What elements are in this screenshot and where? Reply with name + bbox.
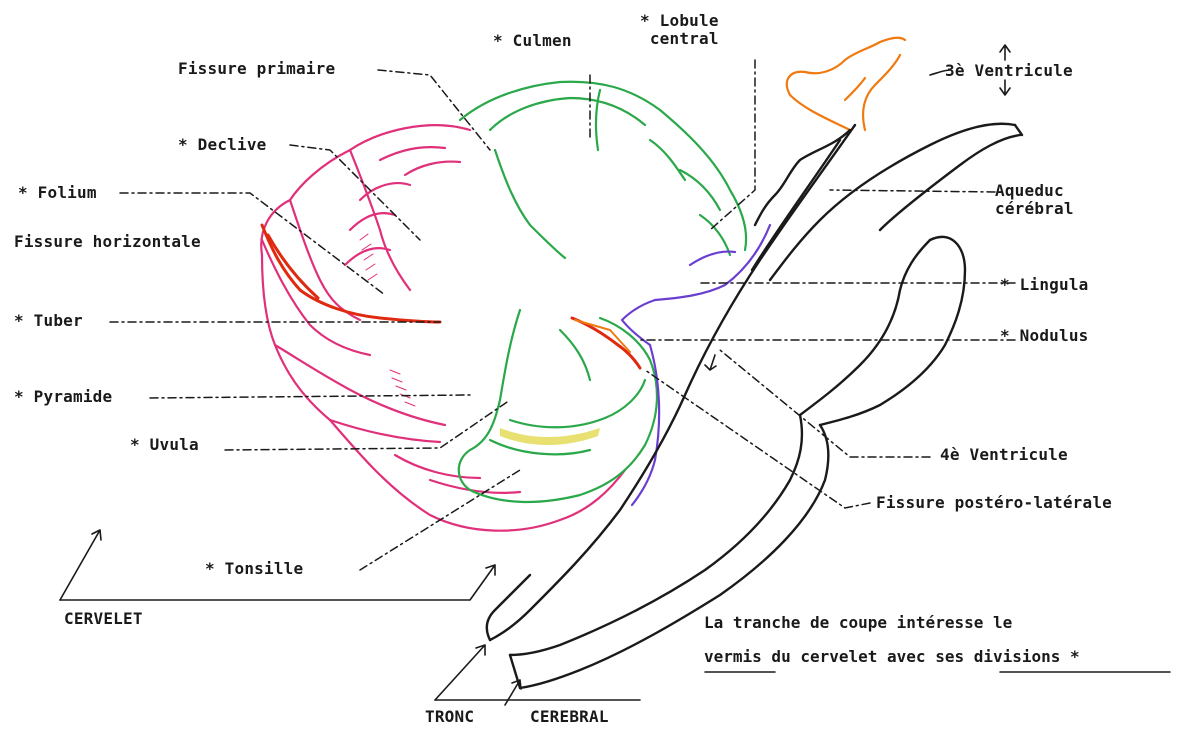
posterior-lobe-outline <box>261 125 625 530</box>
label-fissure-postero-laterale: Fissure postéro-latérale <box>876 494 1112 512</box>
brainstem-outline <box>487 124 1022 688</box>
uvula-highlight <box>500 428 600 445</box>
label-fourth-ventricle: 4è Ventricule <box>940 446 1068 464</box>
label-culmen: * Culmen <box>493 32 572 50</box>
label-uvula: * Uvula <box>130 436 199 454</box>
third-ventricle-orange <box>787 38 905 130</box>
label-lingula: * Lingula <box>1000 276 1089 294</box>
label-tuber: * Tuber <box>14 312 83 330</box>
label-nodulus: * Nodulus <box>1000 327 1089 345</box>
label-fissure-horizontale: Fissure horizontale <box>14 233 201 251</box>
label-third-ventricle: 3è Ventricule <box>945 62 1073 80</box>
label-lobule-central: * Lobule central <box>640 12 719 48</box>
label-tonsille: * Tonsille <box>205 560 303 578</box>
label-cervelet: CERVELET <box>64 610 143 628</box>
label-cerebral: CEREBRAL <box>530 708 609 726</box>
label-folium: * Folium <box>18 184 97 202</box>
label-fissure-primaire: Fissure primaire <box>178 60 335 78</box>
fissure-horizontal-red <box>262 225 440 322</box>
caption-line-2: vermis du cervelet avec ses divisions * <box>704 640 1080 674</box>
label-pyramide: * Pyramide <box>14 388 112 406</box>
anterior-lobe-outline <box>459 82 746 502</box>
lingula-purple <box>622 225 770 505</box>
label-declive: * Declive <box>178 136 267 154</box>
label-tronc: TRONC <box>425 708 474 726</box>
caption-line-1: La tranche de coupe intéresse le <box>704 606 1012 640</box>
label-aqueduc: Aqueduc cérébral <box>995 182 1074 218</box>
